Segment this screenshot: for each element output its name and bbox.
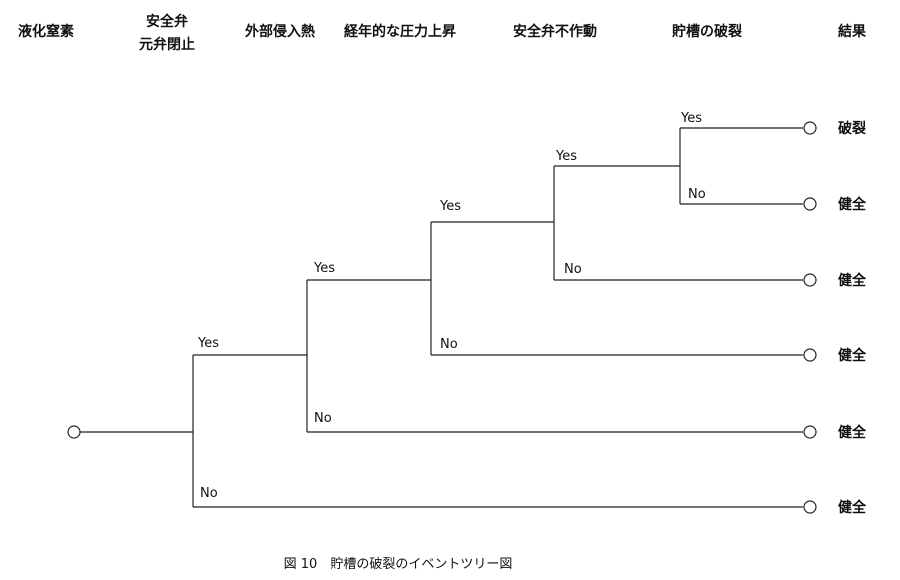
outcome-row: 破裂 — [803, 120, 866, 137]
label-safety-valve-no: No — [564, 262, 582, 277]
outcome-row: 健全 — [803, 272, 867, 289]
header-valve-line1: 安全弁 — [146, 13, 188, 30]
label-pressure-yes: Yes — [439, 199, 461, 214]
outcomes: 破裂 健全 健全 健全 健全 健全 — [803, 120, 867, 516]
header-safety-valve-fail: 安全弁不作動 — [513, 23, 597, 40]
outcome-result: 健全 — [838, 347, 867, 364]
initiating-node-circle — [67, 425, 81, 439]
label-tank-rupture-no: No — [688, 187, 706, 202]
outcome-row: 健全 — [803, 424, 867, 441]
outcome-result: 健全 — [838, 499, 867, 516]
header-initiating: 液化窒素 — [18, 23, 74, 40]
label-pressure-no: No — [440, 337, 458, 352]
outcome-result: 健全 — [838, 272, 867, 289]
outcome-row: 健全 — [803, 347, 867, 364]
label-heat-no: No — [314, 411, 332, 426]
outcome-end-circle — [803, 425, 817, 439]
header-result: 結果 — [838, 23, 867, 40]
header-tank-rupture: 貯槽の破裂 — [672, 23, 742, 40]
column-headers: 液化窒素 安全弁 元弁閉止 外部侵入熱 経年的な圧力上昇 安全弁不作動 貯槽の破… — [18, 13, 867, 53]
outcome-result: 健全 — [838, 196, 867, 213]
header-valve-line2: 元弁閉止 — [139, 36, 195, 53]
header-heat: 外部侵入熱 — [245, 23, 315, 40]
outcome-end-circle — [803, 121, 817, 135]
outcome-end-circle — [803, 197, 817, 211]
label-valve-yes: Yes — [197, 336, 219, 351]
branch-labels: Yes No Yes No Yes No Yes No Yes No — [197, 111, 706, 501]
tree-lines — [80, 127, 803, 508]
outcome-result: 健全 — [838, 424, 867, 441]
outcome-row: 健全 — [803, 499, 867, 516]
label-heat-yes: Yes — [313, 261, 335, 276]
label-tank-rupture-yes: Yes — [680, 111, 702, 126]
outcome-end-circle — [803, 348, 817, 362]
label-valve-no: No — [200, 486, 218, 501]
label-safety-valve-yes: Yes — [555, 149, 577, 164]
outcome-end-circle — [803, 500, 817, 514]
outcome-row: 健全 — [803, 196, 867, 213]
header-pressure: 経年的な圧力上昇 — [344, 23, 456, 40]
outcome-result: 破裂 — [838, 120, 866, 137]
outcome-end-circle — [803, 273, 817, 287]
figure-caption: 図 10 貯槽の破裂のイベントツリー図 — [284, 557, 513, 572]
